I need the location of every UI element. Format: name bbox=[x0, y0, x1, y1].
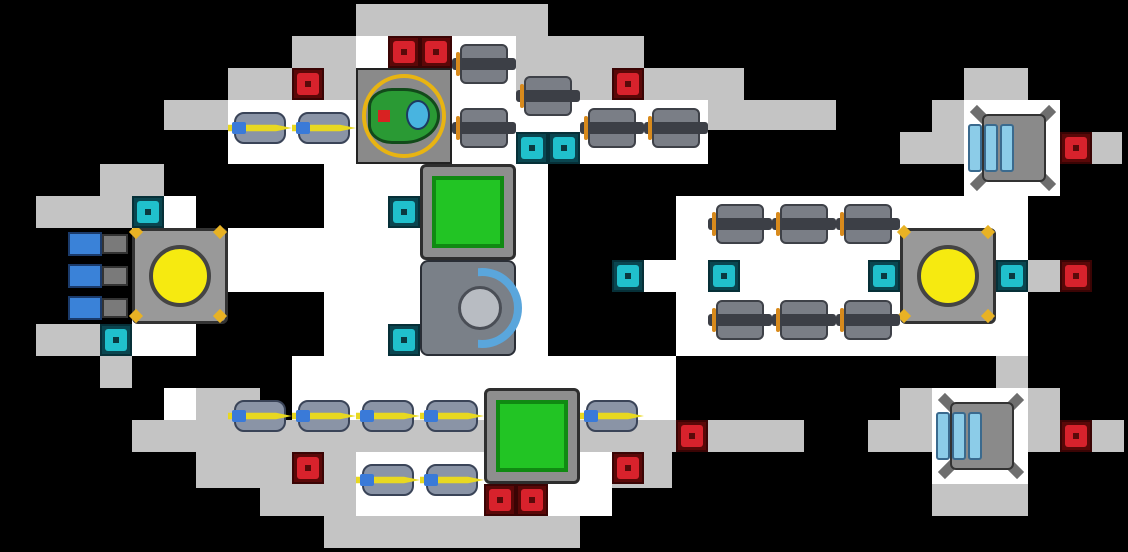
missile-launcher-icon[interactable] bbox=[580, 396, 644, 436]
interior-floor bbox=[164, 388, 196, 420]
fuel-tank-icon[interactable] bbox=[484, 388, 580, 484]
power-node-cyan-icon[interactable] bbox=[388, 196, 420, 228]
missile-launcher-icon[interactable] bbox=[292, 108, 356, 148]
hull-block bbox=[996, 356, 1028, 388]
power-node-red-icon[interactable] bbox=[612, 452, 644, 484]
missile-launcher-icon[interactable] bbox=[356, 460, 420, 500]
power-node-red-icon[interactable] bbox=[516, 484, 548, 516]
missile-launcher-icon[interactable] bbox=[420, 460, 484, 500]
power-node-cyan-icon[interactable] bbox=[548, 132, 580, 164]
hull-block bbox=[100, 164, 164, 200]
reactor-icon[interactable] bbox=[896, 224, 996, 324]
cannon-icon[interactable] bbox=[708, 300, 772, 340]
cannon-icon[interactable] bbox=[580, 108, 644, 148]
power-node-cyan-icon[interactable] bbox=[612, 260, 644, 292]
thruster-icon[interactable] bbox=[932, 388, 1028, 484]
missile-launcher-icon[interactable] bbox=[292, 396, 356, 436]
interior-floor bbox=[228, 228, 324, 292]
fuel-tank-icon[interactable] bbox=[420, 164, 516, 260]
cockpit-icon[interactable] bbox=[356, 68, 452, 164]
power-node-red-icon[interactable] bbox=[292, 68, 324, 100]
power-node-cyan-icon[interactable] bbox=[996, 260, 1028, 292]
power-node-red-icon[interactable] bbox=[292, 452, 324, 484]
hull-block bbox=[356, 4, 548, 40]
power-node-cyan-icon[interactable] bbox=[100, 324, 132, 356]
battery-icon[interactable] bbox=[68, 262, 132, 290]
power-node-red-icon[interactable] bbox=[484, 484, 516, 516]
power-node-cyan-icon[interactable] bbox=[708, 260, 740, 292]
hull-block bbox=[932, 484, 1028, 516]
hull-block bbox=[964, 68, 1028, 100]
shield-generator-icon[interactable] bbox=[420, 260, 522, 356]
power-node-red-icon[interactable] bbox=[612, 68, 644, 100]
power-node-cyan-icon[interactable] bbox=[868, 260, 900, 292]
cannon-icon[interactable] bbox=[772, 204, 836, 244]
cannon-icon[interactable] bbox=[836, 204, 900, 244]
cannon-icon[interactable] bbox=[452, 44, 516, 84]
missile-launcher-icon[interactable] bbox=[420, 396, 484, 436]
power-node-red-icon[interactable] bbox=[1060, 420, 1092, 452]
cannon-icon[interactable] bbox=[644, 108, 708, 148]
missile-launcher-icon[interactable] bbox=[228, 108, 292, 148]
power-node-red-icon[interactable] bbox=[388, 36, 420, 68]
hull-block bbox=[324, 516, 580, 548]
power-node-red-icon[interactable] bbox=[676, 420, 708, 452]
cannon-icon[interactable] bbox=[452, 108, 516, 148]
cannon-icon[interactable] bbox=[772, 300, 836, 340]
power-node-cyan-icon[interactable] bbox=[132, 196, 164, 228]
battery-icon[interactable] bbox=[68, 230, 132, 258]
thruster-icon[interactable] bbox=[964, 100, 1060, 196]
battery-icon[interactable] bbox=[68, 294, 132, 322]
power-node-red-icon[interactable] bbox=[1060, 132, 1092, 164]
power-node-red-icon[interactable] bbox=[1060, 260, 1092, 292]
power-node-cyan-icon[interactable] bbox=[516, 132, 548, 164]
cannon-icon[interactable] bbox=[836, 300, 900, 340]
hull-block bbox=[100, 352, 132, 388]
missile-launcher-icon[interactable] bbox=[356, 396, 420, 436]
power-node-red-icon[interactable] bbox=[420, 36, 452, 68]
reactor-icon[interactable] bbox=[128, 224, 228, 324]
missile-launcher-icon[interactable] bbox=[228, 396, 292, 436]
cannon-icon[interactable] bbox=[708, 204, 772, 244]
power-node-cyan-icon[interactable] bbox=[388, 324, 420, 356]
cannon-icon[interactable] bbox=[516, 76, 580, 116]
